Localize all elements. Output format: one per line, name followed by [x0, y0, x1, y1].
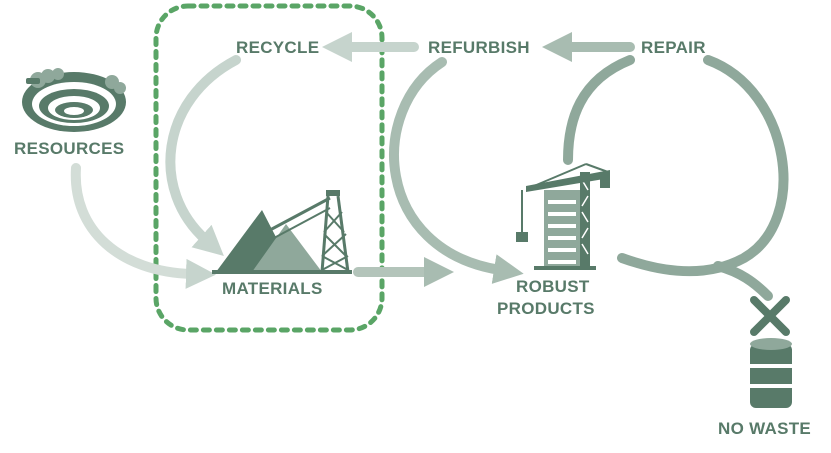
repair-arrow — [563, 55, 635, 165]
crossed-barrel-icon — [750, 296, 792, 408]
resources-to-materials-arrow — [70, 163, 216, 289]
refurbish-arrow — [389, 57, 524, 284]
robust-label: ROBUST — [516, 277, 590, 296]
products-to-waste-arrow — [713, 261, 773, 301]
construction-crane-icon — [516, 163, 610, 270]
no-waste-label: NO WASTE — [718, 419, 812, 438]
repair-outer-loop — [617, 55, 789, 277]
products-label: PRODUCTS — [497, 299, 595, 318]
open-pit-mine-icon — [22, 68, 126, 132]
resources-label: RESOURCES — [14, 139, 125, 158]
recycle-loop-highlight — [153, 3, 385, 333]
refurbish-label: REFURBISH — [428, 38, 530, 57]
recycle-arrow — [165, 55, 241, 257]
materials-label: MATERIALS — [222, 279, 323, 298]
recycle-label: RECYCLE — [236, 38, 320, 57]
repair-label: REPAIR — [641, 38, 706, 57]
mine-headframe-icon — [212, 190, 352, 274]
